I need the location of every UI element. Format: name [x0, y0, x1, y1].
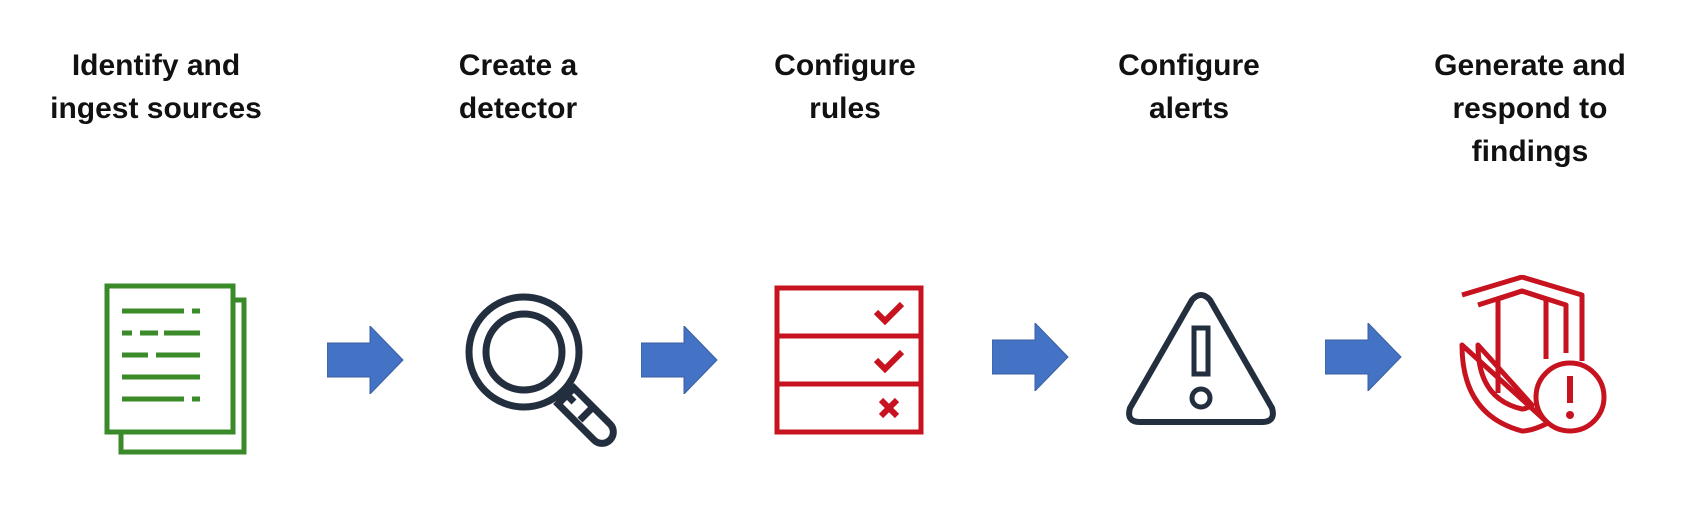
step-3-title: Configure rules	[715, 44, 975, 130]
step-2-title-line-2: detector	[458, 92, 578, 125]
warning-icon	[1126, 292, 1276, 425]
step-5-title: Generate and respond to findings	[1400, 44, 1660, 173]
step-3-title-line-2: rules	[809, 92, 881, 125]
step-5-title-line-2: respond to	[1452, 92, 1608, 125]
rules-checklist-icon	[774, 285, 924, 435]
step-5-title-line-3: findings	[1471, 135, 1589, 168]
step-2-title-line-1: Create a	[458, 49, 578, 82]
arrow-4	[1325, 323, 1402, 391]
arrow-2	[641, 326, 718, 394]
step-1-title-line-2: ingest sources	[50, 92, 262, 125]
arrow-1	[327, 326, 404, 394]
step-4-title-line-2: alerts	[1148, 92, 1230, 125]
step-4-title: Configure alerts	[1059, 44, 1319, 130]
magnifier-icon	[465, 293, 617, 447]
step-1-title: Identify and ingest sources	[26, 44, 286, 130]
shield-alert-icon	[1459, 275, 1607, 434]
arrow-3	[992, 323, 1069, 391]
step-2-title: Create a detector	[388, 44, 648, 130]
step-1-title-line-1: Identify and	[71, 49, 241, 82]
step-3-title-line-1: Configure	[774, 49, 916, 82]
step-4-title-line-1: Configure	[1118, 49, 1260, 82]
document-icon	[104, 283, 247, 455]
step-5-title-line-1: Generate and	[1434, 49, 1626, 82]
